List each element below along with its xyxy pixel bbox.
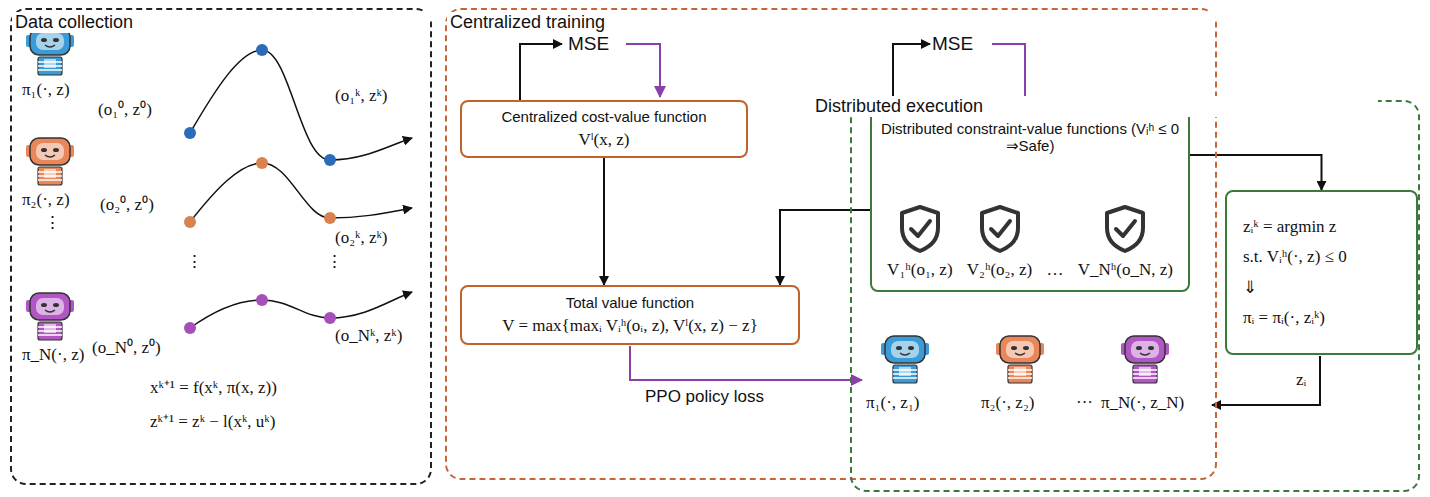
drawing-part <box>982 207 1018 251</box>
drawing-part <box>256 44 268 56</box>
drawing-part <box>881 336 929 383</box>
argmin-box: zᵢᵏ = argmin z s.t. Vᵢʰ(·, z) ≤ 0 ⇓ πᵢ = πᵢ… <box>1225 190 1418 355</box>
shield-label: … <box>1046 260 1063 280</box>
box-text: Total value function <box>566 294 694 311</box>
label: PPO policy loss <box>645 387 764 407</box>
total-value-box: Total value function V = max{maxᵢ Vᵢʰ(oᵢ,… <box>460 285 800 345</box>
constraint-value-box: Distributed constraint-value functions (… <box>870 110 1190 292</box>
label: ··· <box>1076 393 1093 413</box>
drawing-part <box>626 44 660 97</box>
box-text: s.t. Vᵢʰ(·, z) ≤ 0 <box>1243 247 1347 267</box>
box-text: V = max{maxᵢ Vᵢʰ(oᵢ, z), Vˡ(x, z) − z} <box>502 316 758 336</box>
drawing-part <box>324 212 336 224</box>
drawing-part <box>256 294 268 306</box>
label: π₁(·, z) <box>22 80 70 100</box>
label: π_N(·, z) <box>22 345 84 365</box>
drawing-part <box>190 292 412 328</box>
drawing-part <box>1121 336 1169 383</box>
label: (o_N⁰, z⁰) <box>92 338 161 358</box>
label: π₂(·, z) <box>22 190 70 210</box>
drawing-part <box>911 221 930 236</box>
label: (o_Nᵏ, zᵏ) <box>335 326 402 346</box>
region-title: Distributed execution <box>812 96 1378 117</box>
label: (o₁ᵏ, zᵏ) <box>335 86 388 106</box>
shield-column: V₁ʰ(o₁, z) <box>887 204 952 280</box>
label: ⋮ <box>186 252 203 272</box>
label: π₁(·, z₁) <box>866 393 919 413</box>
drawing-part <box>190 50 412 160</box>
drawing-part <box>26 28 74 75</box>
label: (o₁⁰, z⁰) <box>98 100 152 120</box>
cost-value-box: Centralized cost-value functionVˡ(x, z) <box>460 100 748 158</box>
shield-column: V_Nʰ(o_N, z) <box>1078 204 1173 280</box>
drawing-part <box>630 346 862 380</box>
shield-label: V_Nʰ(o_N, z) <box>1078 260 1173 280</box>
label: (o₂⁰, z⁰) <box>100 195 154 215</box>
label: (o₂ᵏ, zᵏ) <box>335 228 388 248</box>
region-title: Data collection <box>12 12 430 33</box>
shield-label: V₁ʰ(o₁, z) <box>887 260 952 280</box>
drawing-part <box>324 154 336 166</box>
label: xᵏ⁺¹ = f(xᵏ, π(x, z)) <box>150 378 277 398</box>
drawing-part <box>184 322 196 334</box>
label: MSE <box>568 34 609 54</box>
label: ⋮ <box>326 252 343 272</box>
drawing-part <box>991 221 1010 236</box>
drawing-part <box>996 336 1044 383</box>
drawing-part <box>26 293 74 340</box>
drawing-part <box>1107 207 1143 251</box>
label: MSE <box>932 34 973 54</box>
box-heading: Distributed constraint-value functions (… <box>880 120 1180 155</box>
drawing-part <box>256 157 268 169</box>
drawing-part <box>1212 356 1320 405</box>
shield-column: … <box>1046 260 1063 280</box>
label: zᵢ <box>1296 370 1306 390</box>
drawing-part <box>184 127 196 139</box>
shield-icon <box>898 204 942 254</box>
box-text: ⇓ <box>1243 277 1257 298</box>
trajectory-dots <box>184 44 336 334</box>
shield-icon <box>1103 204 1147 254</box>
drawing-part <box>190 163 412 222</box>
region-title: Centralized training <box>447 12 1215 33</box>
connector <box>603 158 605 285</box>
shield-icon <box>978 204 1022 254</box>
drawing-part <box>520 44 562 100</box>
drawing-part <box>902 207 938 251</box>
box-text: zᵢᵏ = argmin z <box>1243 217 1336 237</box>
shield-label: V₂ʰ(o₂, z) <box>967 260 1032 280</box>
label: ⋮ <box>44 213 61 233</box>
label: zᵏ⁺¹ = zᵏ − l(xᵏ, uᵏ) <box>150 412 275 432</box>
drawing-part <box>1116 221 1135 236</box>
shield-row: V₁ʰ(o₁, z) V₂ʰ(o₂, z) … V_Nʰ(o_N, z) <box>880 204 1180 280</box>
drawing-part <box>324 312 336 324</box>
label: π_N(·, z_N) <box>1101 393 1184 413</box>
box-text: Vˡ(x, z) <box>579 130 630 150</box>
distributed-execution-region: Distributed executionDistributed constra… <box>850 100 1420 492</box>
drawing-part <box>184 216 196 228</box>
shield-column: V₂ʰ(o₂, z) <box>967 204 1032 280</box>
box-text: πᵢ = πᵢ(·, zᵢᵏ) <box>1243 308 1325 328</box>
drawing-part <box>26 138 74 185</box>
connector <box>1190 155 1322 190</box>
connector <box>780 210 870 285</box>
trajectories <box>190 50 412 328</box>
box-text: Centralized cost-value function <box>501 108 706 125</box>
label: π₂(·, z₂) <box>981 393 1034 413</box>
